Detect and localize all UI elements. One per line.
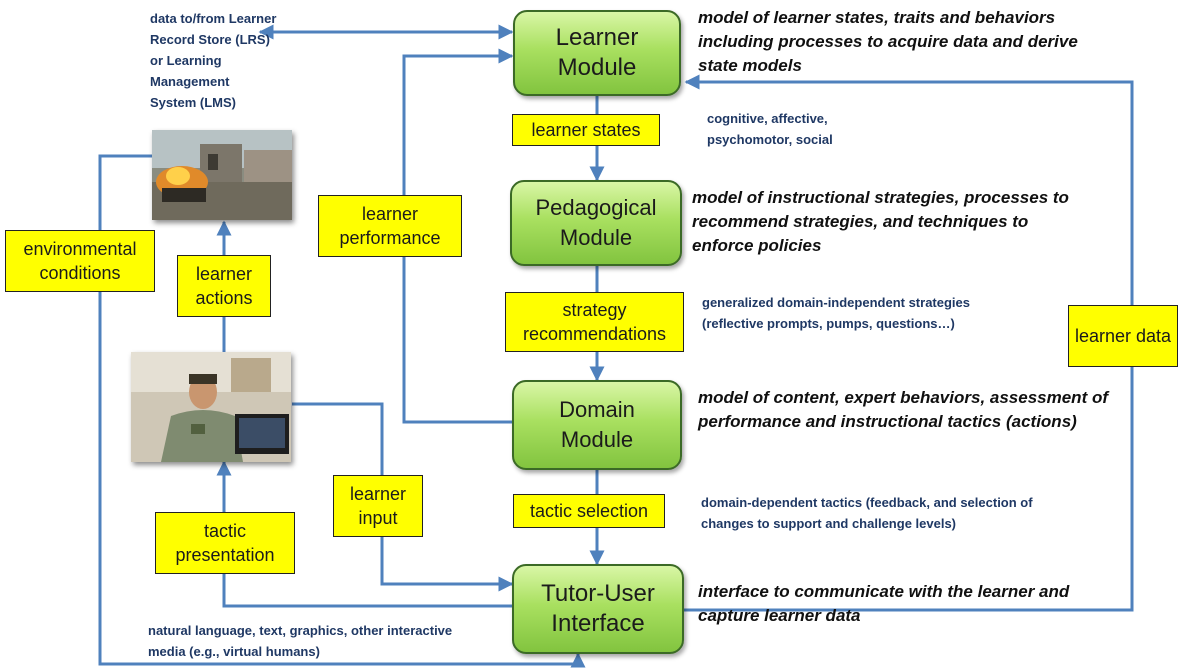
learner-states-text: learner states <box>531 120 641 140</box>
pedagogical-module-box: Pedagogical Module <box>510 180 682 266</box>
domain-module-label: Domain Module <box>559 397 635 452</box>
domain-module-description: model of content, expert behaviors, asse… <box>698 388 1109 431</box>
learner-input-text: learner input <box>349 484 407 528</box>
lrs-note: data to/from Learner Record Store (LRS) … <box>150 11 277 110</box>
tutor-user-interface-description: interface to communicate with the learne… <box>698 582 1070 625</box>
tactic-selection-tag: tactic selection <box>513 494 665 528</box>
domain-module-box: Domain Module <box>512 380 682 470</box>
environmental-conditions-tag: environmental conditions <box>5 230 155 292</box>
environmental-conditions-text: environmental conditions <box>23 239 137 283</box>
strategy-recommendations-text: strategy recommendations <box>522 300 667 344</box>
learner-data-tag: learner data <box>1068 305 1178 367</box>
learner-states-note: cognitive, affective, psychomotor, socia… <box>707 111 833 147</box>
media-note: natural language, text, graphics, other … <box>148 623 453 659</box>
tactics-note: domain-dependent tactics (feedback, and … <box>701 495 1033 531</box>
learner-module-label: Learner Module <box>555 24 639 81</box>
learner-photo <box>131 352 291 462</box>
pedagogical-module-description: model of instructional strategies, proce… <box>692 188 1069 255</box>
tactic-presentation-text: tactic presentation <box>175 521 275 565</box>
learner-actions-text: learner actions <box>195 264 253 308</box>
strategies-note: generalized domain-independent strategie… <box>702 295 970 331</box>
learner-performance-tag: learner performance <box>318 195 462 257</box>
learner-input-tag: learner input <box>333 475 423 537</box>
learner-actions-tag: learner actions <box>177 255 271 317</box>
pedagogical-module-label: Pedagogical Module <box>535 195 657 250</box>
strategy-recommendations-tag: strategy recommendations <box>505 292 684 352</box>
tactic-presentation-arrow <box>216 460 512 608</box>
environmental-conditions-arrow <box>98 154 586 668</box>
virtual-environment-image <box>152 130 292 220</box>
learner-module-description: model of learner states, traits and beha… <box>698 8 1078 75</box>
tactic-selection-text: tactic selection <box>529 501 649 521</box>
tactic-presentation-tag: tactic presentation <box>155 512 295 574</box>
learner-states-tag: learner states <box>512 114 660 146</box>
learner-module-box: Learner Module <box>513 10 681 96</box>
learner-performance-text: learner performance <box>339 204 441 248</box>
tutor-user-interface-label: Tutor-User Interface <box>541 580 655 637</box>
tutor-user-interface-box: Tutor-User Interface <box>512 564 684 654</box>
learner-data-text: learner data <box>1074 326 1172 346</box>
